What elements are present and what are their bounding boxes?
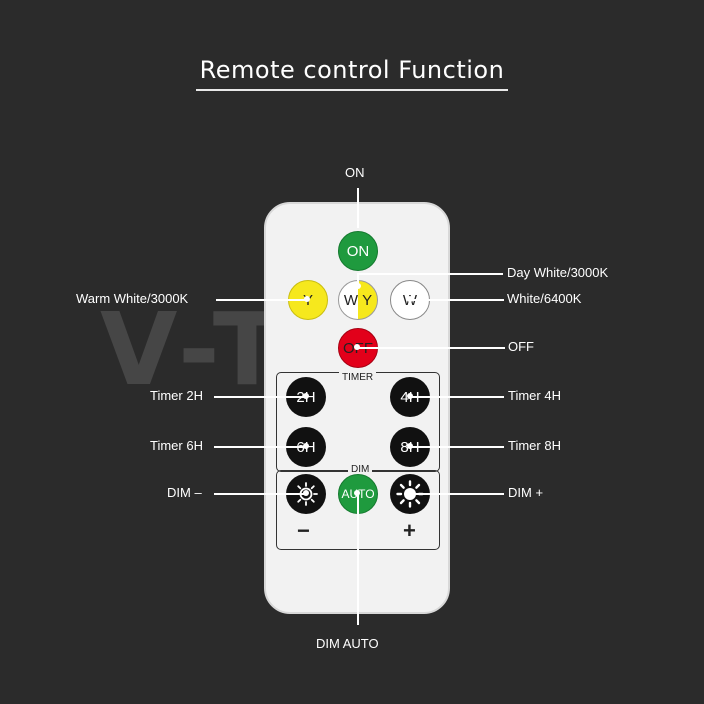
timer-6h-callout-line: [214, 446, 306, 448]
dim-auto-callout-dot: [354, 490, 360, 496]
timer-6h-callout-dot: [303, 443, 309, 449]
timer-4h-callout-dot: [407, 393, 413, 399]
white-callout-line: [410, 299, 504, 301]
day-white-callout-dot: [355, 283, 361, 289]
off-callout-dot: [354, 344, 360, 350]
day-white-callout: Day White/3000K: [507, 265, 609, 280]
dim-auto-callout-line: [357, 493, 359, 625]
day-white-callout-line-v: [357, 274, 359, 286]
day-white-button-label-w: W: [343, 291, 359, 309]
timer-6h-callout: Timer 6H: [150, 438, 203, 453]
white-callout: White/6400K: [507, 291, 582, 306]
timer-2h-callout-dot: [303, 393, 309, 399]
warm-white-callout: Warm White/3000K: [76, 291, 189, 306]
dim-plus-callout: DIM +: [508, 485, 544, 500]
on-button[interactable]: ON: [338, 231, 378, 271]
timer-2h-callout-line: [214, 396, 306, 398]
timer-group-label: TIMER: [339, 372, 377, 383]
timer-8h-callout: Timer 8H: [508, 438, 561, 453]
dim-group-label: DIM: [348, 464, 373, 475]
on-button-label: ON: [346, 242, 370, 260]
dim-plus-callout-line: [410, 493, 504, 495]
off-callout: OFF: [508, 339, 534, 354]
page-title: Remote control Function: [199, 56, 505, 84]
dim-minus-sign: −: [297, 518, 310, 543]
warm-white-callout-line: [216, 299, 308, 301]
timer-8h-callout-dot: [407, 443, 413, 449]
dim-minus-callout-dot: [303, 490, 309, 496]
dim-plus-sign: +: [403, 518, 416, 543]
on-callout-line: [357, 188, 359, 228]
timer-2h-callout: Timer 2H: [150, 388, 203, 403]
day-white-button-label-y: Y: [362, 291, 373, 309]
warm-white-callout-dot: [304, 296, 310, 302]
dim-minus-callout-line: [214, 493, 306, 495]
white-callout-dot: [407, 296, 413, 302]
on-callout: ON: [345, 165, 365, 180]
dim-minus-callout: DIM –: [167, 485, 202, 500]
timer-4h-callout: Timer 4H: [508, 388, 561, 403]
dim-auto-callout: DIM AUTO: [316, 636, 379, 651]
timer-8h-callout-line: [410, 446, 504, 448]
dim-plus-callout-dot: [407, 490, 413, 496]
title-underline: [196, 89, 508, 91]
timer-4h-callout-line: [410, 396, 504, 398]
day-white-callout-line-h: [357, 273, 503, 275]
off-callout-line: [357, 347, 505, 349]
